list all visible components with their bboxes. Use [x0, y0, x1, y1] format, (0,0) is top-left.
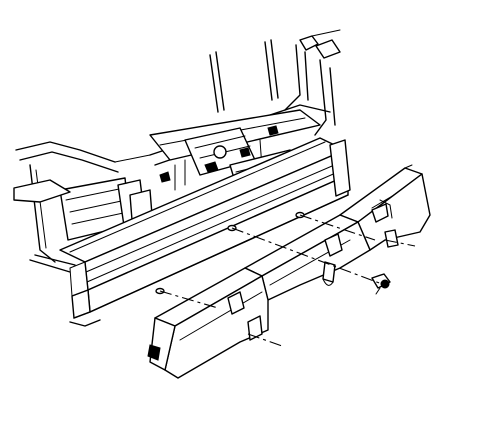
vehicle-front-body: [13, 29, 341, 273]
energy-absorber: [147, 164, 431, 379]
bumper-impact-bar: [59, 137, 351, 327]
alignment-lines: [159, 214, 416, 347]
push-pin-retainer: [322, 261, 391, 295]
